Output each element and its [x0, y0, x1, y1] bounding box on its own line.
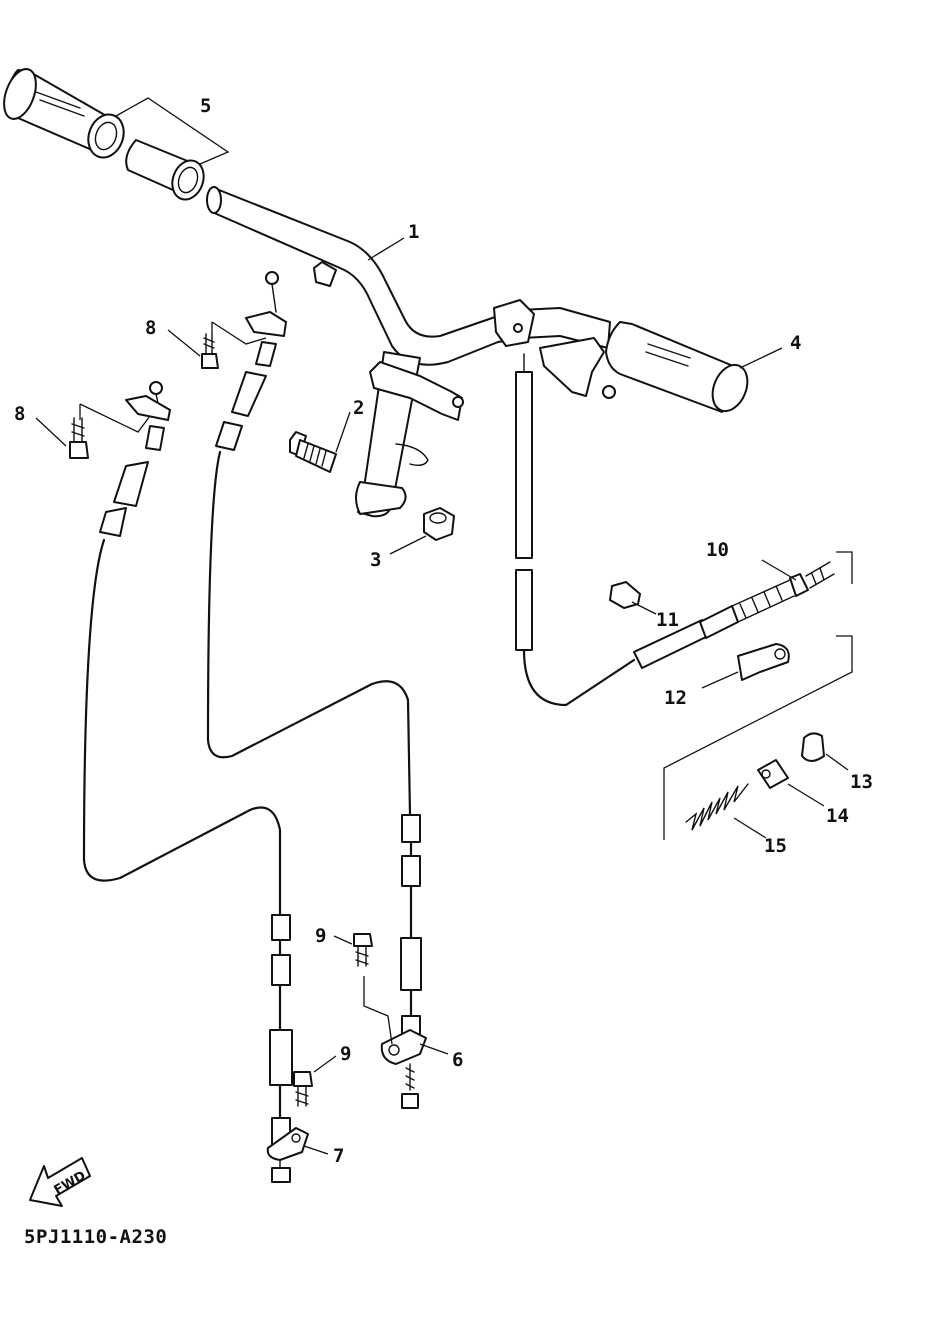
grip-set-bracket [115, 97, 230, 165]
handlebar [206, 186, 616, 518]
callout-9-upper: 9 [315, 925, 326, 947]
throttle-grip-sleeve [125, 139, 205, 201]
cable-guide-part-6 [380, 1029, 427, 1109]
callout-1: 1 [408, 221, 419, 243]
callout-3: 3 [370, 549, 381, 571]
callout-10: 10 [706, 539, 729, 561]
callout-4: 4 [790, 332, 801, 354]
nut-part-13 [801, 732, 825, 762]
callout-6: 6 [452, 1049, 463, 1071]
callout-8-upper: 8 [145, 317, 156, 339]
throttle-cable-left [82, 381, 293, 1147]
bolt-part-2 [289, 431, 337, 473]
callout-8-lower: 8 [14, 403, 25, 425]
callout-15: 15 [764, 835, 787, 857]
diagram-code: 5PJ1110-A230 [24, 1226, 168, 1248]
throttle-cable-middle [206, 271, 422, 1035]
callout-9-lower: 9 [340, 1043, 351, 1065]
right-grip [605, 321, 749, 413]
bracket-part-12 [737, 643, 790, 681]
callout-labels: 1 2 3 4 5 6 7 8 8 9 9 10 11 12 13 14 15 [14, 95, 873, 1167]
callout-11: 11 [656, 609, 679, 631]
callout-5: 5 [200, 95, 211, 117]
screw-part-9-lower [293, 1071, 313, 1107]
cable-guide-part-7 [266, 1127, 309, 1183]
callout-7: 7 [333, 1145, 344, 1167]
screw-part-9-upper [353, 933, 373, 967]
callout-13: 13 [850, 771, 873, 793]
left-grip [3, 68, 125, 159]
leader-lines [35, 237, 849, 1155]
adjuster-kit-bracket [663, 551, 853, 840]
screw-part-8-upper [201, 333, 219, 369]
callout-12: 12 [664, 687, 687, 709]
forward-arrow-icon: FWD [29, 1157, 91, 1207]
callout-14: 14 [826, 805, 849, 827]
joint-part-14 [757, 759, 789, 789]
brake-cable [515, 353, 636, 707]
callout-2: 2 [353, 397, 364, 419]
nut-part-3 [423, 507, 455, 541]
screw-part-8-lower [69, 417, 89, 459]
spring-part-15 [685, 783, 749, 831]
clip-part-11 [609, 581, 641, 609]
